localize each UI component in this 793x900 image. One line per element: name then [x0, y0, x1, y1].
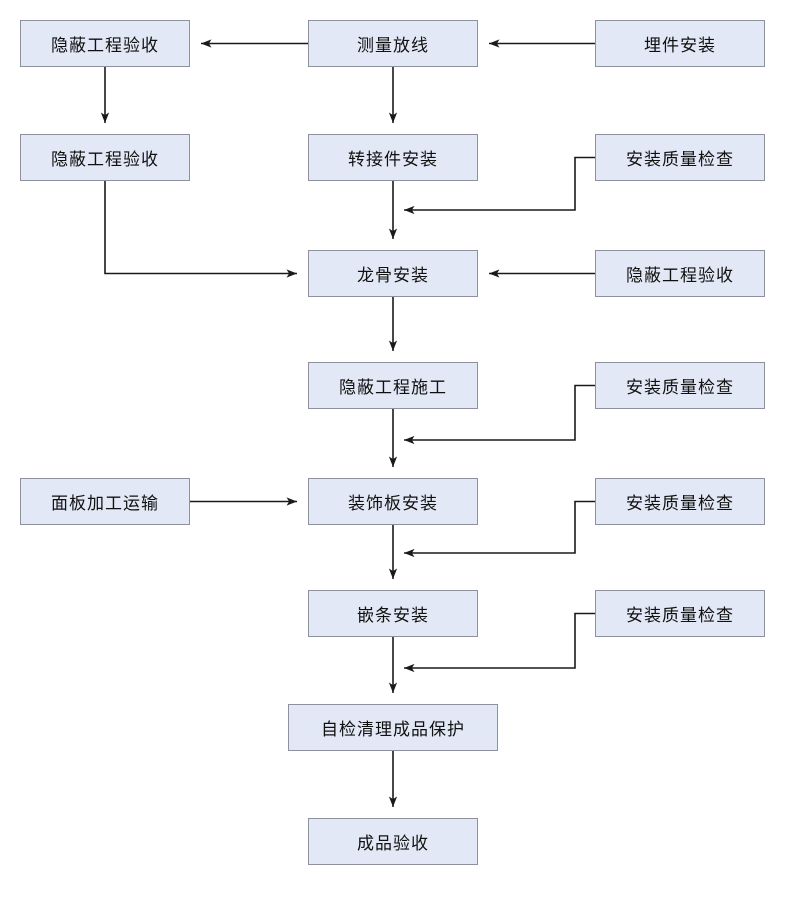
node-chengpin-yanshou[interactable]: 成品验收: [308, 818, 478, 865]
node-label: 安装质量检查: [626, 378, 734, 397]
node-label: 安装质量检查: [626, 606, 734, 625]
node-label: 隐蔽工程验收: [51, 150, 159, 169]
node-yinbi-gongcheng-yanshou-1[interactable]: 隐蔽工程验收: [20, 20, 190, 67]
node-qiantiao-anzhuang[interactable]: 嵌条安装: [308, 590, 478, 637]
edge-zhiliang1-feedback: [404, 156, 595, 215]
node-zhuanjiejian-anzhuang[interactable]: 转接件安装: [308, 134, 478, 181]
node-label: 装饰板安装: [348, 494, 438, 513]
edge-zhiliang4-feedback: [404, 612, 595, 673]
node-label: 隐蔽工程验收: [51, 36, 159, 55]
edge-yinbi2-to-longgu: [104, 181, 297, 278]
edge-zhiliang2-feedback: [404, 384, 595, 445]
node-label: 埋件安装: [644, 36, 716, 55]
node-label: 隐蔽工程验收: [626, 266, 734, 285]
node-anzhuang-zhiliang-jiancha-2[interactable]: 安装质量检查: [595, 362, 765, 409]
node-longgu-anzhuang[interactable]: 龙骨安装: [308, 250, 478, 297]
node-label: 隐蔽工程施工: [339, 378, 447, 397]
node-label: 安装质量检查: [626, 494, 734, 513]
node-label: 转接件安装: [348, 150, 438, 169]
node-yinbi-gongcheng-yanshou-2[interactable]: 隐蔽工程验收: [20, 134, 190, 181]
node-anzhuang-zhiliang-jiancha-4[interactable]: 安装质量检查: [595, 590, 765, 637]
node-zijian-qingli-chengpin-baohu[interactable]: 自检清理成品保护: [288, 704, 498, 751]
node-anzhuang-zhiliang-jiancha-1[interactable]: 安装质量检查: [595, 134, 765, 181]
edge-zhiliang3-feedback: [404, 500, 595, 558]
node-label: 面板加工运输: [51, 494, 159, 513]
node-anzhuang-zhiliang-jiancha-3[interactable]: 安装质量检查: [595, 478, 765, 525]
node-label: 成品验收: [357, 834, 429, 853]
node-label: 自检清理成品保护: [321, 720, 465, 739]
node-yinbi-gongcheng-yanshou-3[interactable]: 隐蔽工程验收: [595, 250, 765, 297]
node-yinbi-gongcheng-shigong[interactable]: 隐蔽工程施工: [308, 362, 478, 409]
node-maijian-anzhuang[interactable]: 埋件安装: [595, 20, 765, 67]
node-label: 龙骨安装: [357, 266, 429, 285]
node-label: 安装质量检查: [626, 150, 734, 169]
node-zhuangshiban-anzhuang[interactable]: 装饰板安装: [308, 478, 478, 525]
node-mianban-jiagong-yunshu[interactable]: 面板加工运输: [20, 478, 190, 525]
node-label: 测量放线: [357, 36, 429, 55]
node-celiang-fangxian[interactable]: 测量放线: [308, 20, 478, 67]
node-label: 嵌条安装: [357, 606, 429, 625]
